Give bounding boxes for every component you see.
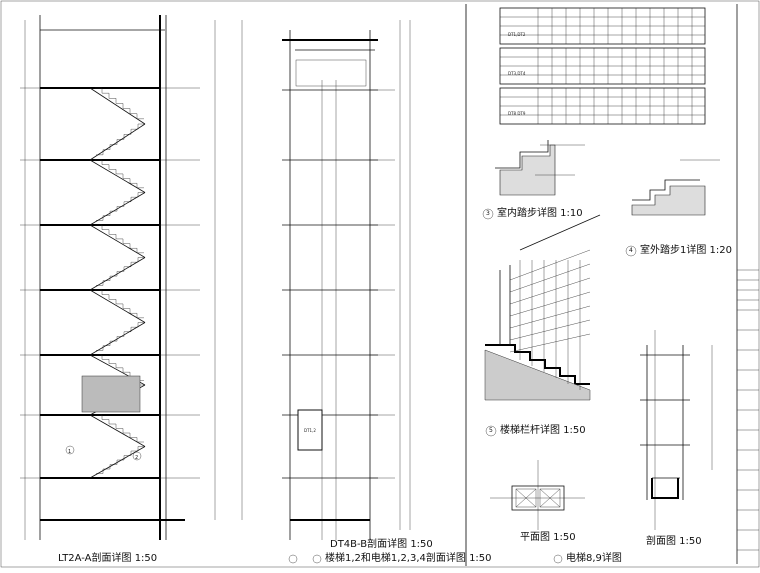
elevator-car: [297, 409, 323, 451]
table-row-label: DT3,DT4: [508, 71, 526, 76]
elevator-section-drawing: DT1,2: [282, 20, 411, 540]
plan-caption: 平面图 1:50: [520, 532, 576, 543]
section-marker-2: [132, 451, 142, 461]
section-caption: 剖面图 1:50: [646, 536, 702, 547]
stair-section-drawing: [20, 15, 243, 540]
outdoor-step-detail: [625, 159, 720, 257]
table-row-label: DT8 DT9: [508, 111, 526, 116]
detail-marker-5: [485, 425, 497, 437]
title-block: [736, 4, 759, 564]
dt4b-section-caption: DT4B-B剖面详图 1:50: [330, 539, 433, 550]
hatched-landing: [81, 375, 141, 413]
indoor-step-caption: 室内踏步详图 1:10: [497, 208, 583, 219]
section-marker-1: [65, 445, 75, 455]
plan-view: [490, 460, 585, 530]
stair-section-caption: LT2A-A剖面详图 1:50: [58, 553, 158, 564]
detail-marker-3: [482, 208, 494, 220]
elevator89-caption: 电梯8,9详图: [566, 553, 622, 564]
marker-label-4: 4: [629, 247, 633, 254]
outdoor-step-caption: 室外踏步1详图 1:20: [640, 245, 732, 256]
elevator-sections-caption: 楼梯1,2和电梯1,2,3,4剖面详图 1:50: [325, 553, 492, 564]
marker-label-1: 1: [68, 449, 72, 455]
railing-caption: 楼梯栏杆详图 1:50: [500, 425, 586, 436]
marker-label-5: 5: [489, 427, 493, 434]
indoor-step-detail: [482, 140, 585, 220]
table-row-label: DT1,DT2: [508, 32, 526, 37]
small-section-view: [640, 330, 713, 530]
caption-marker-2: [553, 554, 563, 564]
caption-marker-1: [312, 554, 322, 564]
marker-label-3: 3: [486, 210, 490, 217]
detail-marker-4: [625, 245, 637, 257]
marker-label-2: 2: [135, 455, 139, 461]
elevator-spec-tables: DT1,DT2 DT3,DT4 DT8 DT9: [499, 7, 706, 125]
railing-detail: [484, 214, 601, 437]
elevator-car-label: DT1,2: [304, 428, 316, 433]
